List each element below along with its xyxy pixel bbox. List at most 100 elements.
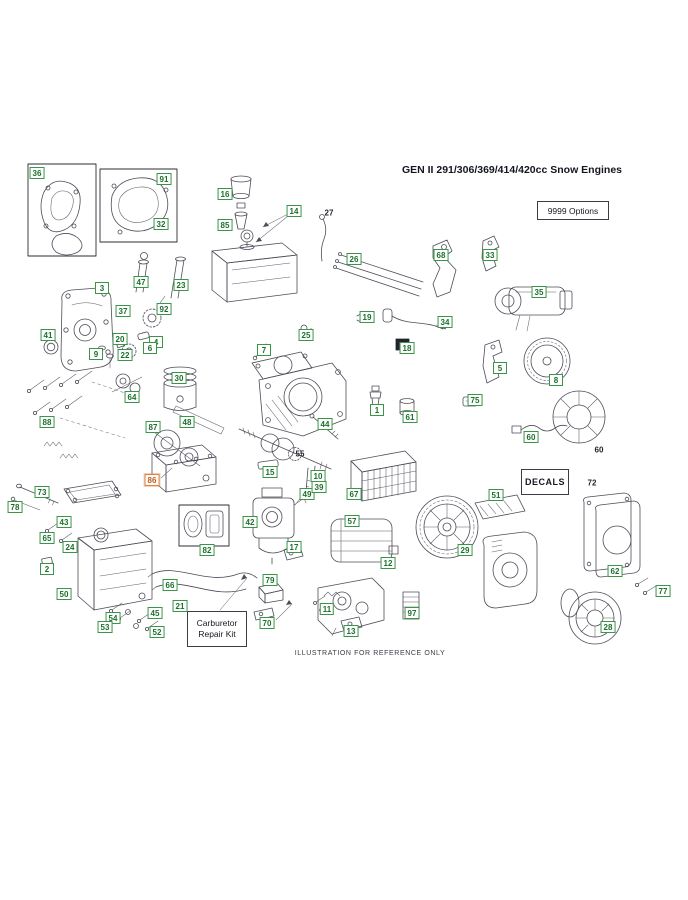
fastener-rows-art [26, 370, 129, 459]
rods-and-brackets-art [333, 235, 500, 298]
options-box-label: 9999 Options [547, 205, 599, 216]
callout-45[interactable]: 45 [147, 607, 163, 619]
callout-48[interactable]: 48 [179, 416, 195, 428]
options-box[interactable]: 9999 Options [537, 201, 609, 220]
carburetor-repair-kit-box[interactable]: Carburetor Repair Kit [187, 611, 247, 647]
repair-kit-line1: Carburetor [196, 618, 238, 628]
cylinder-block-art [251, 324, 415, 437]
decals-box[interactable]: DECALS [521, 469, 569, 495]
fuel-tank-upper-art [211, 214, 327, 303]
repair-kit-line2: Repair Kit [198, 629, 236, 639]
oil-sump-art [151, 444, 217, 493]
callout-78[interactable]: 78 [7, 501, 23, 513]
callout-44[interactable]: 44 [317, 418, 333, 430]
callout-42[interactable]: 42 [242, 516, 258, 528]
callout-24[interactable]: 24 [62, 541, 78, 553]
callout-87[interactable]: 87 [145, 421, 161, 433]
decals-label: DECALS [524, 477, 565, 487]
callout-26[interactable]: 26 [346, 253, 362, 265]
callout-30[interactable]: 30 [171, 372, 187, 384]
callout-17[interactable]: 17 [286, 541, 302, 553]
callout-77[interactable]: 77 [655, 585, 671, 597]
callout-22[interactable]: 22 [117, 349, 133, 361]
bottom-brackets-art [253, 582, 293, 621]
callout-5[interactable]: 5 [493, 362, 507, 374]
cover-gasket-art [41, 480, 122, 566]
callout-11[interactable]: 11 [319, 603, 335, 615]
callout-35[interactable]: 35 [531, 286, 547, 298]
callout-65[interactable]: 65 [39, 532, 55, 544]
callout-36[interactable]: 36 [29, 167, 45, 179]
callout-39[interactable]: 39 [311, 481, 327, 493]
callout-97[interactable]: 97 [404, 607, 420, 619]
callout-82[interactable]: 82 [199, 544, 215, 556]
callout-64[interactable]: 64 [124, 391, 140, 403]
callout-34[interactable]: 34 [437, 316, 453, 328]
callout-85[interactable]: 85 [217, 219, 233, 231]
callout-61[interactable]: 61 [402, 411, 418, 423]
callout-33[interactable]: 33 [482, 249, 498, 261]
callout-67[interactable]: 67 [346, 488, 362, 500]
callout-32[interactable]: 32 [153, 218, 169, 230]
callout-47[interactable]: 47 [133, 276, 149, 288]
callout-20[interactable]: 20 [112, 333, 128, 345]
muffler-art [330, 518, 399, 563]
callout-88[interactable]: 88 [39, 416, 55, 428]
callout-7[interactable]: 7 [257, 344, 271, 356]
callout-12[interactable]: 12 [380, 557, 396, 569]
ring-gear-art [523, 337, 571, 385]
callout-86[interactable]: 86 [144, 474, 160, 486]
callout-91[interactable]: 91 [156, 173, 172, 185]
callout-18[interactable]: 18 [399, 342, 415, 354]
callout-14[interactable]: 14 [286, 205, 302, 217]
callout-21[interactable]: 21 [172, 600, 188, 612]
blower-housing-art [482, 531, 538, 609]
callout-51[interactable]: 51 [488, 489, 504, 501]
callout-8[interactable]: 8 [549, 374, 563, 386]
callout-50[interactable]: 50 [56, 588, 72, 600]
callout-92[interactable]: 92 [156, 303, 172, 315]
callout-19[interactable]: 19 [359, 311, 375, 323]
gasket-set-art [27, 163, 178, 257]
fuel-tank-lower-art [77, 527, 153, 611]
callout-1[interactable]: 1 [370, 404, 384, 416]
carb-gasket-box-art [178, 504, 230, 547]
callout-15[interactable]: 15 [262, 466, 278, 478]
callout-3[interactable]: 3 [95, 282, 109, 294]
callout-62[interactable]: 62 [607, 565, 623, 577]
callout-70[interactable]: 70 [259, 617, 275, 629]
callout-43[interactable]: 43 [56, 516, 72, 528]
callout-57[interactable]: 57 [344, 515, 360, 527]
callout-37[interactable]: 37 [115, 305, 131, 317]
callout-28[interactable]: 28 [600, 621, 616, 633]
carburetor-art [219, 459, 317, 611]
callout-66[interactable]: 66 [162, 579, 178, 591]
flywheel-art [415, 495, 479, 559]
callout-73[interactable]: 73 [34, 486, 50, 498]
callout-79[interactable]: 79 [262, 574, 278, 586]
callout-75[interactable]: 75 [467, 394, 483, 406]
callout-68[interactable]: 68 [433, 249, 449, 261]
callout-16[interactable]: 16 [217, 188, 233, 200]
callout-60[interactable]: 60 [523, 431, 539, 443]
callout-2[interactable]: 2 [40, 563, 54, 575]
callout-9[interactable]: 9 [89, 348, 103, 360]
air-cleaner-art [350, 450, 417, 502]
backing-plates-art [583, 492, 657, 596]
callout-41[interactable]: 41 [40, 329, 56, 341]
callout-29[interactable]: 29 [457, 544, 473, 556]
callout-6[interactable]: 6 [143, 342, 157, 354]
page-title: GEN II 291/306/369/414/420cc Snow Engine… [401, 164, 622, 176]
callout-49[interactable]: 49 [299, 488, 315, 500]
callout-25[interactable]: 25 [298, 329, 314, 341]
callout-23[interactable]: 23 [173, 279, 189, 291]
callout-13[interactable]: 13 [343, 625, 359, 637]
callout-52[interactable]: 52 [149, 626, 165, 638]
callout-53[interactable]: 53 [97, 621, 113, 633]
starter-cord-art [356, 308, 503, 407]
callout-10[interactable]: 10 [310, 470, 326, 482]
stator-art [511, 390, 606, 444]
reference-caption: ILLUSTRATION FOR REFERENCE ONLY [294, 650, 446, 657]
recoil-starter-art [560, 588, 622, 645]
